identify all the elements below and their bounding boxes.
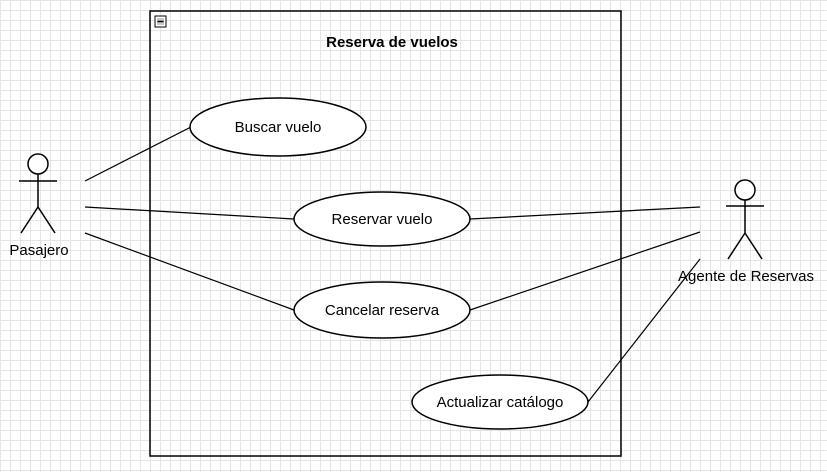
associations	[84, 126, 701, 403]
use-case-label: Actualizar catálogo	[437, 394, 564, 411]
actor-passenger[interactable]: Pasajero	[9, 153, 69, 259]
use-case-search[interactable]: Buscar vuelo	[189, 97, 367, 157]
system-boundary[interactable]: Reserva de vuelos	[149, 10, 622, 457]
association-agent-update-catalog[interactable]	[587, 258, 701, 403]
association-agent-book[interactable]	[469, 206, 701, 220]
stick-figure-icon	[726, 179, 764, 260]
use-case-label: Reservar vuelo	[332, 211, 433, 228]
use-case-update-catalog[interactable]: Actualizar catálogo	[411, 374, 589, 430]
actor-label: Pasajero	[9, 242, 68, 259]
association-passenger-book[interactable]	[84, 206, 295, 220]
use-case-book[interactable]: Reservar vuelo	[293, 191, 471, 247]
association-agent-cancel[interactable]	[469, 231, 701, 311]
association-passenger-cancel[interactable]	[84, 232, 295, 311]
use-case-cancel[interactable]: Cancelar reserva	[293, 281, 471, 339]
use-case-label: Buscar vuelo	[235, 119, 322, 136]
actor-label: Agente de Reservas	[678, 268, 814, 285]
association-passenger-search[interactable]	[84, 126, 192, 182]
collapse-icon[interactable]	[154, 15, 167, 28]
system-title: Reserva de vuelos	[326, 34, 458, 51]
actor-agent[interactable]: Agente de Reservas	[678, 179, 814, 285]
system-boundary-rect	[149, 10, 622, 457]
use-case-label: Cancelar reserva	[325, 302, 440, 319]
stick-figure-icon	[19, 153, 57, 234]
